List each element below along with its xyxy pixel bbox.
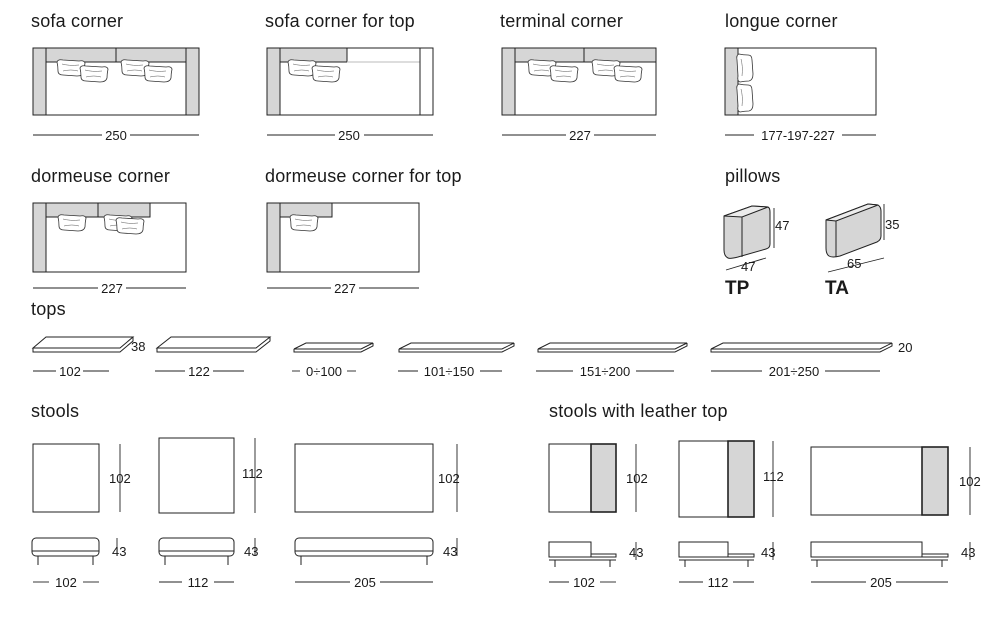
- stool-height-1: 43: [112, 544, 126, 559]
- dormeuse-corner-title: dormeuse corner: [31, 166, 171, 186]
- pillow-tp-height: 47: [775, 218, 789, 233]
- dormeuse-corner-top-width: 227: [334, 281, 356, 296]
- stools-with-leather-top-title: stools with leather top: [549, 401, 728, 421]
- leather-stool-width-1: 102: [573, 575, 595, 590]
- pillow-tp-width: 47: [741, 259, 755, 274]
- stool-height-3: 43: [443, 544, 457, 559]
- pillow-ta-drawing: [825, 203, 882, 258]
- leather-stool-height-3: 43: [961, 545, 975, 560]
- leather-stools-plan-drawings: [548, 440, 949, 518]
- top-width-3: 0÷100: [306, 364, 342, 379]
- stools-plan-drawings: [32, 437, 434, 514]
- leather-stool-depth-1: 102: [626, 471, 648, 486]
- longue-corner-width: 177-197-227: [761, 128, 835, 143]
- pillow-tp-drawing: [723, 205, 771, 259]
- stool-height-2: 43: [244, 544, 258, 559]
- dimension-lines: [33, 134, 971, 583]
- top-width-4: 101÷150: [424, 364, 475, 379]
- top-depth: 38: [131, 339, 145, 354]
- sofa-corner-width: 250: [105, 128, 127, 143]
- pillow-tp-label: TP: [725, 278, 750, 299]
- leather-stool-depth-3: 102: [959, 474, 981, 489]
- stool-width-3: 205: [354, 575, 376, 590]
- longue-corner-diagram: [724, 47, 877, 116]
- pillow-ta-height: 35: [885, 217, 899, 232]
- top-width-6: 201÷250: [769, 364, 820, 379]
- stool-depth-1: 102: [109, 471, 131, 486]
- dormeuse-corner-diagram: [32, 202, 187, 273]
- pillow-ta-label: TA: [825, 278, 849, 299]
- leather-stool-depth-2: 112: [763, 469, 784, 484]
- leather-stool-height-2: 43: [761, 545, 775, 560]
- tops-drawings: [31, 336, 893, 353]
- pillows-title: pillows: [725, 166, 781, 186]
- terminal-corner-diagram: [501, 47, 657, 116]
- stool-width-2: 112: [188, 575, 209, 590]
- sofa-corner-for-top-diagram: [266, 47, 434, 116]
- top-width-1: 102: [59, 364, 81, 379]
- leather-stool-height-1: 43: [629, 545, 643, 560]
- leather-stool-width-2: 112: [708, 575, 729, 590]
- dormeuse-corner-for-top-title: dormeuse corner for top: [265, 166, 462, 186]
- stool-width-1: 102: [55, 575, 77, 590]
- sofa-corner-for-top-title: sofa corner for top: [265, 11, 415, 31]
- pillow-ta-width: 65: [847, 256, 861, 271]
- sofa-corner-diagram: [32, 47, 200, 116]
- dormeuse-corner-for-top-diagram: [266, 202, 420, 273]
- stools-side-drawings: [31, 537, 434, 565]
- top-thickness: 20: [898, 340, 912, 355]
- sofa-corner-top-width: 250: [338, 128, 360, 143]
- dormeuse-corner-width: 227: [101, 281, 123, 296]
- stool-depth-3: 102: [438, 471, 460, 486]
- tops-title: tops: [31, 299, 66, 319]
- top-width-2: 122: [188, 364, 210, 379]
- terminal-corner-title: terminal corner: [500, 11, 624, 31]
- leather-stool-width-3: 205: [870, 575, 892, 590]
- sofa-corner-title: sofa corner: [31, 11, 124, 31]
- longue-corner-title: longue corner: [725, 11, 838, 31]
- leather-stools-side-drawings: [548, 541, 949, 567]
- top-width-5: 151÷200: [580, 364, 631, 379]
- stools-title: stools: [31, 401, 80, 421]
- terminal-corner-width: 227: [569, 128, 591, 143]
- stool-depth-2: 112: [242, 466, 263, 481]
